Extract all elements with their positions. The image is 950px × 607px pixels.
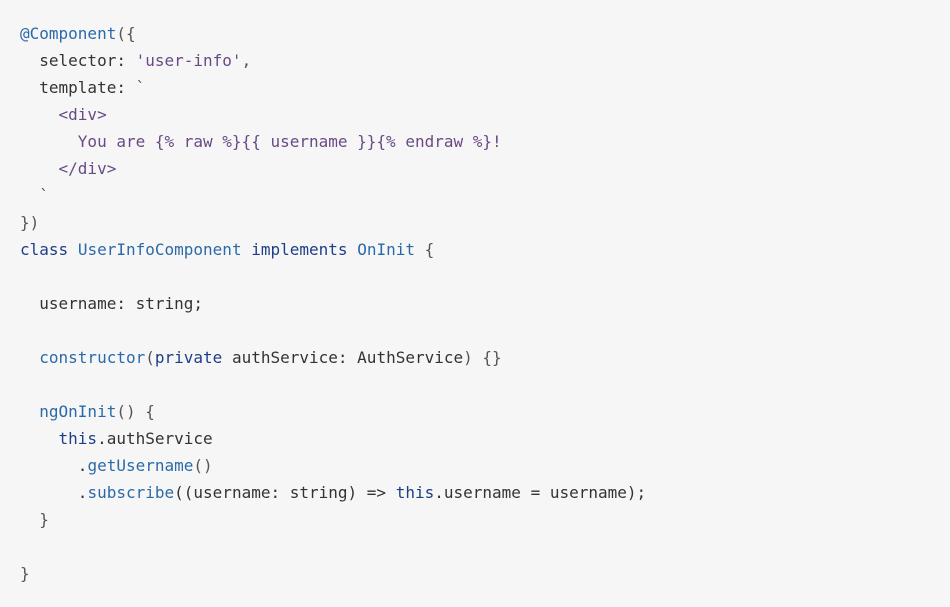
code-token: ) {} [463, 348, 502, 367]
code-token: class [20, 240, 69, 259]
code-token: , [241, 51, 252, 70]
code-line: username: string; [20, 290, 950, 317]
code-line: <div> [20, 101, 950, 128]
code-token: @Component [20, 24, 117, 43]
code-line: template: ` [20, 74, 950, 101]
code-token: UserInfoComponent [77, 240, 242, 259]
code-token: getUsername [87, 456, 194, 475]
code-token: private [154, 348, 223, 367]
code-token [20, 348, 39, 367]
code-token [242, 240, 252, 259]
code-token: </div> [20, 159, 117, 178]
code-token: 'user-info' [135, 51, 242, 70]
code-line: .getUsername() [20, 452, 950, 479]
code-line: </div> [20, 155, 950, 182]
code-token: .username = username); [434, 483, 647, 502]
code-token: { [414, 240, 435, 259]
code-token: authService: AuthService [222, 348, 464, 367]
code-token: } [20, 564, 30, 583]
code-token: You are {% raw %}{{ username }}{% endraw… [20, 132, 502, 151]
code-token: this [395, 483, 435, 502]
code-line: ` [20, 182, 950, 209]
code-line [20, 533, 950, 560]
code-line: } [20, 560, 950, 587]
code-token: template: [20, 78, 136, 97]
code-line: constructor(private authService: AuthSer… [20, 344, 950, 371]
code-line: @Component({ [20, 20, 950, 47]
code-token: ngOnInit [39, 402, 117, 421]
code-token: () [193, 456, 213, 475]
code-token: implements [251, 240, 348, 259]
code-line: .subscribe((username: string) => this.us… [20, 479, 950, 506]
code-token: <div> [20, 105, 107, 124]
code-token [68, 240, 78, 259]
code-token [20, 429, 59, 448]
code-line: class UserInfoComponent implements OnIni… [20, 236, 950, 263]
code-token: ` [20, 186, 49, 205]
code-line: } [20, 506, 950, 533]
code-token: ((username: string) => [174, 483, 396, 502]
code-token: selector: [20, 51, 136, 70]
code-token: username: string; [20, 294, 204, 313]
code-line: this.authService [20, 425, 950, 452]
code-token: ( [145, 348, 155, 367]
code-line: You are {% raw %}{{ username }}{% endraw… [20, 128, 950, 155]
code-line [20, 371, 950, 398]
code-token: ` [135, 78, 146, 97]
code-listing: @Component({ selector: 'user-info', temp… [20, 20, 950, 587]
code-line [20, 263, 950, 290]
code-token: } [20, 510, 49, 529]
code-line: ngOnInit() { [20, 398, 950, 425]
code-token: OnInit [357, 240, 415, 259]
code-token: constructor [39, 348, 146, 367]
code-token: this [58, 429, 98, 448]
code-line: }) [20, 209, 950, 236]
code-line [20, 317, 950, 344]
code-token [20, 402, 39, 421]
code-token [348, 240, 358, 259]
code-token: . [20, 483, 88, 502]
code-token: subscribe [87, 483, 175, 502]
code-token: }) [20, 213, 40, 232]
code-token: . [20, 456, 88, 475]
code-token: ({ [116, 24, 136, 43]
code-token: .authService [97, 429, 213, 448]
code-line: selector: 'user-info', [20, 47, 950, 74]
code-token: () { [116, 402, 155, 421]
